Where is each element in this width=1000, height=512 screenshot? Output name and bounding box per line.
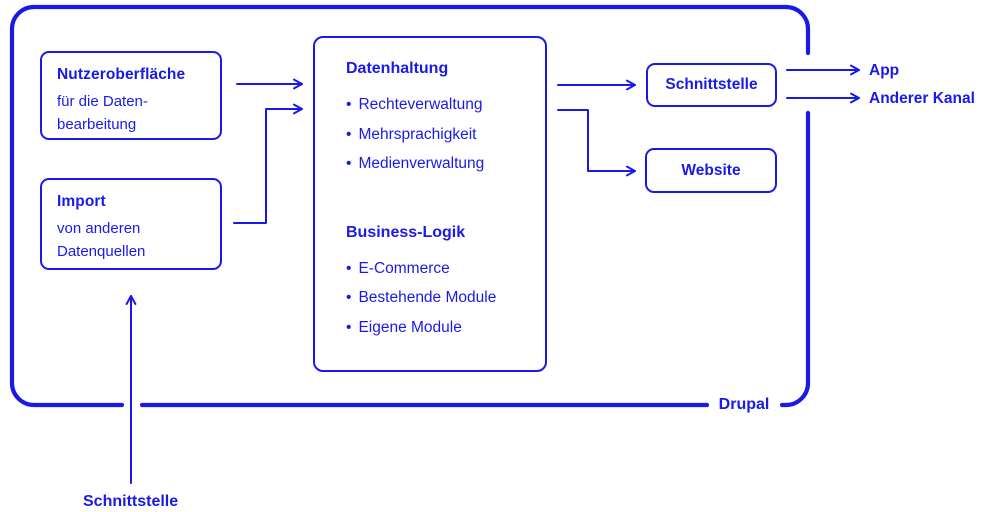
feature-item-label: Medienverwaltung (358, 155, 485, 172)
box-import-title: Import (57, 193, 106, 210)
bullet-glyph: • (346, 96, 352, 113)
bullet-glyph: • (346, 155, 352, 172)
box-import-line: Datenquellen (57, 243, 146, 260)
label-anderer-kanal: Anderer Kanal (869, 90, 975, 107)
box-website-title: Website (681, 161, 741, 179)
label-bottom-schnittstelle: Schnittstelle (83, 493, 179, 510)
bullet-glyph: • (346, 289, 352, 306)
box-core: Datenhaltung • Rechteverwaltung • Mehrspra… (313, 36, 547, 372)
box-website: Website (645, 148, 777, 193)
feature-item: • Bestehende Module (346, 283, 537, 313)
box-schnittstelle: Schnittstelle (646, 63, 777, 107)
section-datenhaltung: Datenhaltung • Rechteverwaltung • Mehrspra… (346, 60, 537, 179)
feature-item-label: Rechteverwaltung (358, 96, 483, 113)
feature-item: • E-Commerce (346, 254, 537, 284)
label-app: App (869, 62, 900, 79)
drupal-container-border (9, 4, 811, 408)
feature-item: • Eigene Module (346, 313, 537, 343)
arrow-import-to-core (233, 103, 303, 224)
box-import: Import von anderen Datenquellen (40, 178, 222, 270)
business-logik-feature-list: • E-Commerce • Bestehende Module • Eigene M… (346, 254, 537, 343)
bullet-glyph: • (346, 259, 352, 277)
section-datenhaltung-title: Datenhaltung (346, 60, 449, 77)
feature-item: • Mehrsprachigkeit (346, 120, 537, 150)
box-nutzeroberflaeche-title: Nutzeroberfläche (57, 66, 186, 83)
datenhaltung-feature-list: • Rechteverwaltung • Mehrsprachigkeit • Med… (346, 90, 537, 179)
bullet-glyph: • (346, 125, 352, 143)
box-nutzeroberflaeche-line: bearbeitung (57, 116, 137, 133)
box-nutzeroberflaeche: Nutzeroberfläche für die Daten- bearbeit… (40, 51, 222, 140)
feature-item-label: Bestehende Module (358, 289, 497, 306)
box-import-line: von anderen (57, 220, 141, 237)
box-nutzeroberflaeche-line: für die Daten- (57, 93, 148, 110)
feature-item: • Medienverwaltung (346, 149, 537, 179)
feature-item-label: E-Commerce (358, 259, 450, 277)
section-business-logik: Business-Logik • E-Commerce • Bestehende M… (346, 224, 537, 343)
arrow-core-to-website (557, 109, 636, 177)
feature-item: • Rechteverwaltung (346, 90, 537, 120)
feature-item-label: Eigene Module (358, 318, 462, 336)
box-schnittstelle-title: Schnittstelle (665, 76, 758, 93)
feature-item-label: Mehrsprachigkeit (358, 125, 477, 143)
bullet-glyph: • (346, 318, 352, 336)
section-business-logik-title: Business-Logik (346, 223, 466, 241)
label-drupal: Drupal (718, 396, 770, 413)
